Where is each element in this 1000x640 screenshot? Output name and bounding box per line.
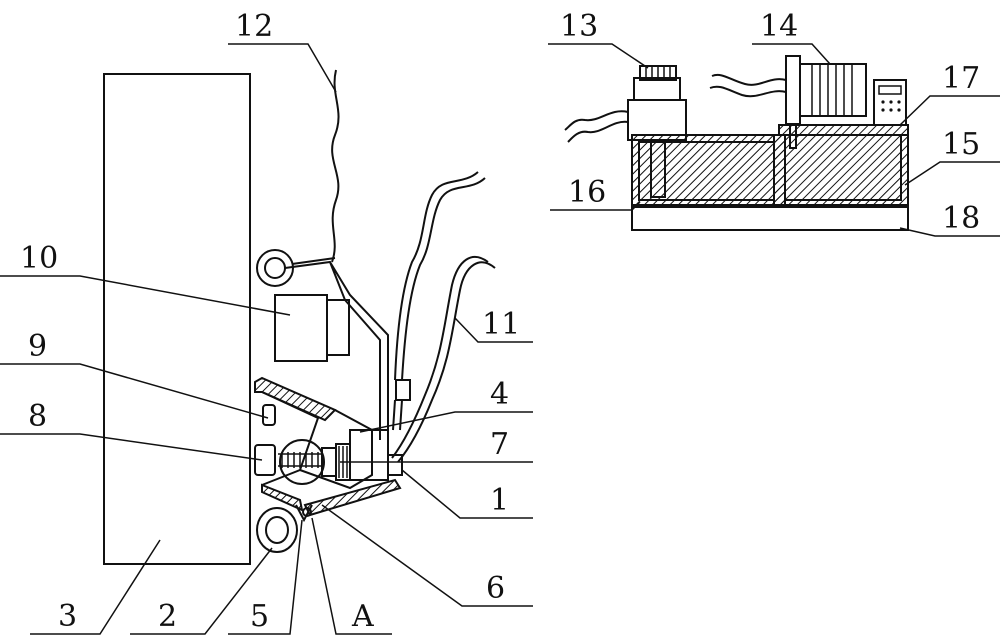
leader-3 <box>30 539 161 635</box>
lower-wheel-hub <box>265 516 289 544</box>
label-A: A <box>351 599 374 634</box>
tank-outer <box>631 134 909 208</box>
funnel-housing <box>261 391 373 490</box>
label-15: 15 <box>942 127 980 162</box>
leader-18 <box>899 227 1000 237</box>
label-14: 14 <box>760 9 798 44</box>
leader-1 <box>401 469 533 519</box>
motor-cable-a <box>711 74 787 86</box>
part-10-mount <box>326 299 350 356</box>
leader-9 <box>0 363 269 419</box>
label-11: 11 <box>482 307 520 342</box>
part-14-motor-fins <box>811 64 853 116</box>
leader-4 <box>359 411 533 433</box>
label-10: 10 <box>20 241 58 276</box>
part-9-wedge <box>254 376 337 422</box>
leader-8 <box>0 433 263 461</box>
part-8-screw <box>278 452 322 468</box>
controller-button-5 <box>889 108 893 112</box>
part-16-filter <box>650 141 666 198</box>
part-17-top-plate <box>778 124 909 136</box>
part-3-body <box>103 73 251 565</box>
part-10-box <box>274 294 328 362</box>
leader-A <box>311 517 392 635</box>
label-9: 9 <box>28 329 47 364</box>
leader-6 <box>321 504 533 607</box>
label-4: 4 <box>490 377 509 412</box>
leader-2 <box>130 547 273 635</box>
leader-10 <box>0 275 291 316</box>
frame-arm <box>284 257 389 440</box>
leader-5 <box>228 519 303 635</box>
part-11-cable-c <box>397 261 496 463</box>
leader-16 <box>550 201 641 211</box>
label-8: 8 <box>28 399 47 434</box>
part-14-motor-flange <box>785 55 801 125</box>
tip-A <box>295 504 313 523</box>
left-assembly <box>103 69 496 565</box>
pump-hose-top <box>564 110 629 131</box>
controller-button-6 <box>897 108 901 112</box>
part-labels: 12 10 9 8 11 4 7 1 6 3 2 5 A 13 14 17 15… <box>20 9 980 634</box>
leader-15 <box>904 161 1000 186</box>
part-9-slot <box>262 404 276 426</box>
label-16: 16 <box>568 175 606 210</box>
part-11-cable-d <box>391 256 489 459</box>
label-17: 17 <box>942 61 980 96</box>
part-1-block <box>349 429 389 481</box>
label-6: 6 <box>486 571 505 606</box>
part-13-cap-grip <box>645 66 671 80</box>
label-5: 5 <box>250 599 269 634</box>
label-13: 13 <box>560 9 598 44</box>
controller-button-4 <box>881 108 885 112</box>
part-8-knob <box>254 444 276 476</box>
tip-5 <box>302 507 312 517</box>
controller-screen <box>878 85 902 95</box>
part-12-cable <box>331 69 340 263</box>
part-1-end <box>387 454 403 476</box>
upper-wheel <box>256 249 294 287</box>
right-assembly <box>564 55 909 231</box>
lower-funnel <box>303 478 402 517</box>
part-11-cable-a <box>401 177 486 381</box>
leader-12 <box>228 43 337 93</box>
label-2: 2 <box>158 599 177 634</box>
part-17-divider <box>773 134 786 208</box>
lower-wheel <box>256 507 298 553</box>
leader-11 <box>454 317 533 343</box>
controller-box <box>873 79 907 126</box>
leader-17 <box>899 95 1000 126</box>
label-7: 7 <box>490 427 509 462</box>
central-ball <box>279 439 325 485</box>
label-12: 12 <box>235 9 273 44</box>
controller-button-1 <box>881 100 885 104</box>
part-14-motor-body <box>799 63 867 117</box>
pump-hose-bottom <box>567 120 629 143</box>
pipe-coupler <box>395 379 411 401</box>
leader-13 <box>548 43 649 69</box>
label-1: 1 <box>490 483 509 518</box>
motor-cable-b <box>709 85 787 98</box>
leader-lines <box>0 43 1000 635</box>
part-14-motor-shaft <box>789 123 797 149</box>
part-18-base <box>631 204 909 231</box>
controller-button-3 <box>897 100 901 104</box>
label-3: 3 <box>58 599 77 634</box>
lower-wedge <box>261 483 304 512</box>
label-18: 18 <box>942 201 980 236</box>
part-11-cable-b <box>394 171 479 381</box>
controller-button-2 <box>889 100 893 104</box>
part-13-pump-mid <box>633 77 681 101</box>
upper-wheel-hub <box>264 257 286 279</box>
leader-14 <box>752 43 831 65</box>
